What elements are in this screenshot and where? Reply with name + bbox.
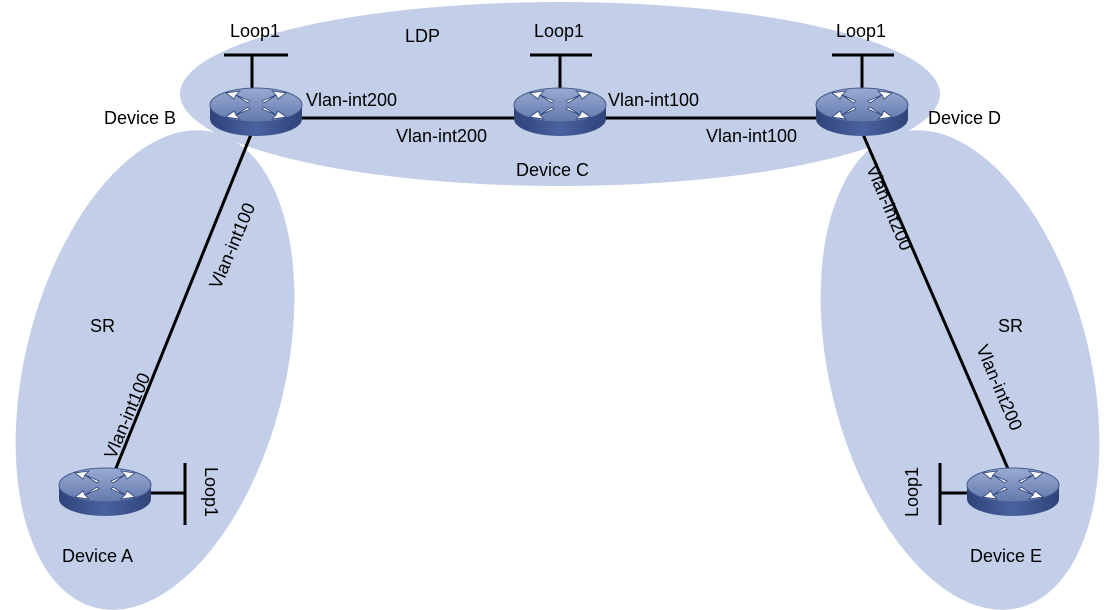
device-c-switch-icon[interactable] bbox=[513, 87, 607, 137]
loopback-stub-a bbox=[146, 463, 187, 525]
device-c-label: Device C bbox=[516, 160, 589, 180]
iface-d-to-c: Vlan-int100 bbox=[706, 126, 797, 146]
device-b-label: Device B bbox=[104, 108, 176, 128]
loopback-stub-b bbox=[224, 53, 288, 92]
loopback-stub-c bbox=[530, 53, 592, 92]
device-a-label: Device A bbox=[62, 546, 133, 566]
sr-domain-left-region bbox=[15, 130, 295, 610]
device-a-switch-icon[interactable] bbox=[58, 467, 152, 517]
loopback-label-a: Loop1 bbox=[201, 467, 221, 517]
loopback-label-d: Loop1 bbox=[836, 21, 886, 41]
iface-c-to-d: Vlan-int100 bbox=[608, 90, 699, 110]
link-a-b bbox=[110, 130, 254, 480]
device-b-switch-icon[interactable] bbox=[209, 87, 303, 137]
loopback-label-c: Loop1 bbox=[534, 21, 584, 41]
device-d-label: Device D bbox=[928, 108, 1001, 128]
sr-right-label: SR bbox=[998, 316, 1023, 336]
sr-domain-right-region bbox=[820, 130, 1100, 610]
device-e-label: Device E bbox=[970, 546, 1042, 566]
link-d-e bbox=[860, 130, 1014, 480]
iface-c-to-b: Vlan-int200 bbox=[396, 126, 487, 146]
iface-b-to-c: Vlan-int200 bbox=[306, 90, 397, 110]
loopback-label-b: Loop1 bbox=[230, 21, 280, 41]
device-e-switch-icon[interactable] bbox=[966, 467, 1060, 517]
loopback-label-e: Loop1 bbox=[902, 467, 922, 517]
device-d-switch-icon[interactable] bbox=[815, 87, 909, 137]
sr-left-label: SR bbox=[90, 316, 115, 336]
loopback-stub-d bbox=[832, 53, 894, 92]
ldp-label: LDP bbox=[405, 26, 440, 46]
